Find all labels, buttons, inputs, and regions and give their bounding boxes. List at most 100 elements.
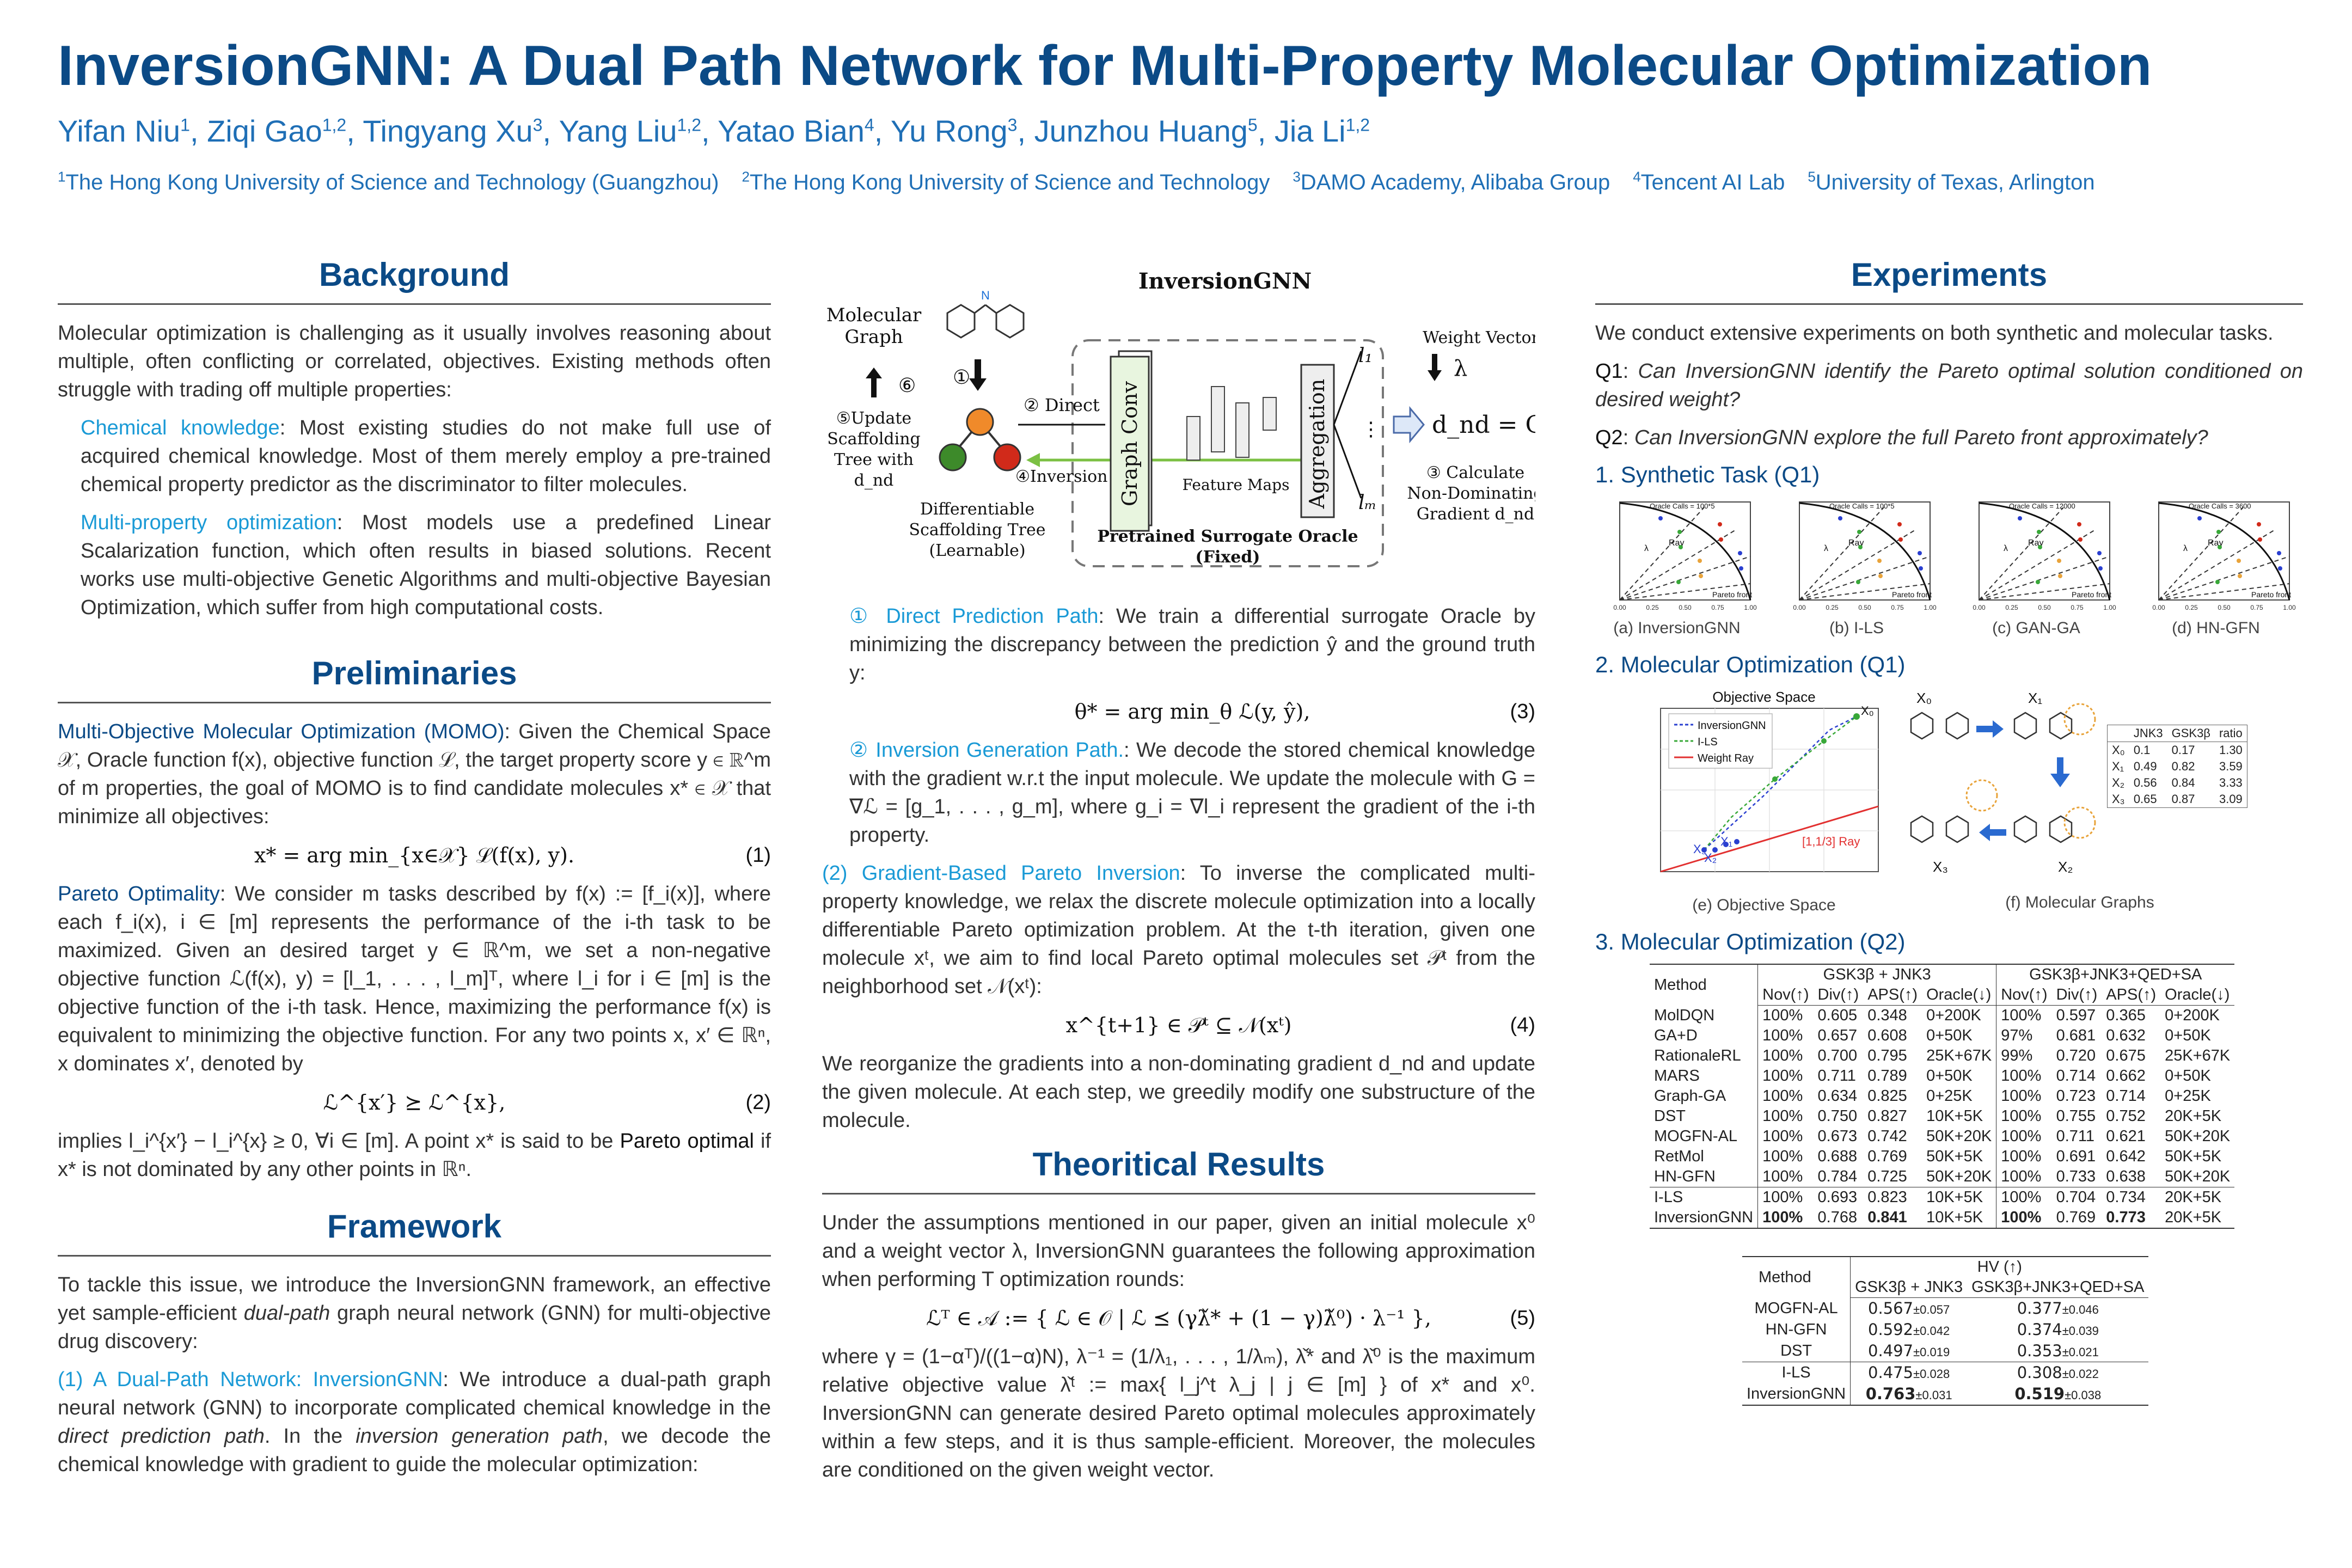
pareto-front-curve	[2158, 502, 2290, 601]
direct-label: ② Direct	[1024, 395, 1100, 415]
dual-path-text-3: , we decode the chemical knowledge with …	[58, 1425, 771, 1476]
hv-std: ±0.038	[2065, 1388, 2102, 1402]
hv-value-cell: 0.763±0.031	[1851, 1383, 1968, 1405]
mol-x2-label: X₂	[2058, 859, 2073, 875]
scatter-point	[1738, 551, 1742, 555]
molecular-graph-label-1: Molecular	[826, 304, 922, 326]
results-table-cell: 0.691	[2056, 1148, 2096, 1165]
scatter-point	[2058, 574, 2062, 578]
results-table-cell: DST	[1650, 1106, 1759, 1126]
inversiongnn-trajectory	[1704, 715, 1857, 850]
results-table-cell: 100%	[1762, 1067, 1803, 1085]
oracle-calls-label: Oracle Calls = 12000	[2009, 502, 2075, 510]
pareto-paragraph: Pareto Optimality: We consider m tasks d…	[58, 880, 771, 1078]
scatter-point	[2037, 530, 2041, 534]
scatter-point	[2257, 522, 2261, 526]
results-table-cell: 100%	[1762, 1027, 1803, 1044]
direct-path-paragraph: ① Direct Prediction Path: We train a dif…	[849, 602, 1535, 687]
dual-path-em-2: inversion generation path	[356, 1425, 603, 1448]
author-name: Tingyang Xu	[363, 114, 533, 148]
results-table-cell: 0+50K	[2165, 1067, 2211, 1085]
framework-intro-pre: To tackle this issue, we introduce the I…	[58, 1273, 771, 1325]
dual-path-em-1: direct prediction path	[58, 1425, 265, 1448]
direct-path-text: : We train a differential surrogate Orac…	[849, 605, 1535, 684]
equation-2-number: (2)	[745, 1091, 771, 1114]
affiliation-name: DAMO Academy, Alibaba Group	[1300, 170, 1610, 195]
diff-tree-line1: Differentiable	[920, 500, 1034, 519]
results-table-cell: 0.823	[1863, 1187, 1922, 1208]
results-table-cell: 0.608	[1867, 1027, 1907, 1044]
gbpi-text: : To inverse the complicated multi-prope…	[822, 862, 1535, 998]
equation-3-number: (3)	[1510, 700, 1535, 723]
feature-maps-icon	[1186, 386, 1277, 461]
q2-label: Q2	[1595, 426, 1623, 449]
x-tick-label: 0.00	[1973, 604, 1986, 611]
hv-mean: 0.475	[1868, 1363, 1914, 1382]
affiliation-sup: 3	[1293, 169, 1301, 185]
equation-2: ℒ^{x′} ⪰ ℒ^{x}, (2)	[58, 1088, 771, 1117]
group-header: GSK3β + JNK3	[1757, 964, 1997, 985]
mol-x3-label: X₃	[1933, 859, 1948, 875]
affiliation-sup: 4	[1633, 169, 1641, 185]
molecular-graphs-caption: (f) Molecular Graphs	[2005, 893, 2154, 911]
subheader-cell: Div(↑)	[2051, 985, 2102, 1006]
multi-property-label: Multi-property optimization	[81, 511, 337, 534]
results-table-cell: HN-GFN	[1650, 1167, 1759, 1187]
results-table-cell: RationaleRL	[1650, 1046, 1759, 1066]
scatter-point	[1918, 551, 1922, 555]
oracle-calls-label: Oracle Calls = 3600	[2189, 502, 2251, 510]
pareto-text: : We consider m tasks described by f(x) …	[58, 883, 771, 1075]
author-name: Junzhou Huang	[1034, 114, 1248, 148]
equation-3-body: θ* = arg min_θ ℒ(y, ŷ),	[1074, 700, 1310, 724]
hv-value-cell: 0.353±0.021	[1967, 1340, 2148, 1362]
calc-line2: Non-Dominating	[1407, 484, 1535, 503]
synthetic-plot-caption: (c) GAN-GA	[1992, 619, 2080, 637]
obj-x3-label: X₃	[1693, 842, 1706, 856]
pareto-tail-pre: implies l_i^{x′} − l_i^{x} ≥ 0, ∀i ∈ [m]…	[58, 1130, 620, 1153]
mini-table-cell: 1.30	[2219, 743, 2243, 757]
weight-ray	[1619, 556, 1751, 601]
results-table-cell: 100%	[1996, 1187, 2052, 1208]
weight-ray	[1799, 556, 1931, 601]
results-table-cell: 0.841	[1867, 1209, 1907, 1226]
x-tick-label: 0.75	[1711, 604, 1724, 611]
aggregation-label: Aggregation	[1305, 379, 1329, 510]
pareto-front-label: Pareto front	[1892, 590, 1932, 599]
results-table-cell: 20K+5K	[2160, 1187, 2235, 1208]
results-table-cell: 50K+20K	[1922, 1126, 1997, 1147]
results-table-cell: InversionGNN	[1650, 1208, 1759, 1228]
results-table-cell: 100%	[1762, 1128, 1803, 1145]
ils-trajectory	[1704, 716, 1857, 850]
results-table-cell: MOGFN-AL	[1650, 1126, 1759, 1147]
equation-4-number: (4)	[1510, 1014, 1535, 1037]
mini-table-cell: 0.1	[2133, 743, 2151, 757]
objective-space-chart: Objective Space X₀ X₁ X₂ X₃ [1,1/3] Ray	[1660, 689, 1879, 873]
weight-ray	[2158, 507, 2244, 601]
affiliation: 1The Hong Kong University of Science and…	[58, 169, 719, 194]
scatter-point	[1898, 537, 1903, 542]
author-affil-sup: 4	[864, 115, 874, 135]
results-table-cell: 25K+67K	[1922, 1046, 1997, 1066]
equation-4-body: x^{t+1} ∈ 𝒫ᵗ ⊆ 𝒩(xᵗ)	[1065, 1013, 1292, 1037]
subheader-cell: APS(↑)	[2102, 985, 2161, 1006]
method-header: Method	[1650, 964, 1759, 1006]
plot-frame	[1799, 501, 1931, 601]
results-table-cell: 100%	[2001, 1107, 2042, 1125]
dual-path-text-2: . In the	[264, 1425, 356, 1448]
theory-paragraph: Under the assumptions mentioned in our p…	[822, 1211, 1535, 1291]
q2-text: Can InversionGNN explore the full Pareto…	[1634, 426, 2208, 449]
equation-2-body: ℒ^{x′} ⪰ ℒ^{x},	[323, 1091, 506, 1114]
gbpi-paragraph: (2) Gradient-Based Pareto Inversion: To …	[822, 859, 1535, 1001]
inversion-arrow-head	[1026, 453, 1040, 467]
results-table-cell: 0.673	[1817, 1128, 1858, 1145]
results-table-cell: 0.769	[1867, 1148, 1907, 1165]
equation-1: x* = arg min_{x∈𝒳} ℒ(f(x), y).(1)	[58, 841, 771, 870]
oracle-label-1: Pretrained Surrogate Oracle	[1097, 527, 1358, 546]
results-table-cell: Graph-GA	[1650, 1086, 1759, 1106]
experiments-heading: Experiments	[1595, 256, 2303, 305]
synthetic-plot-caption: (a) InversionGNN	[1613, 619, 1741, 637]
